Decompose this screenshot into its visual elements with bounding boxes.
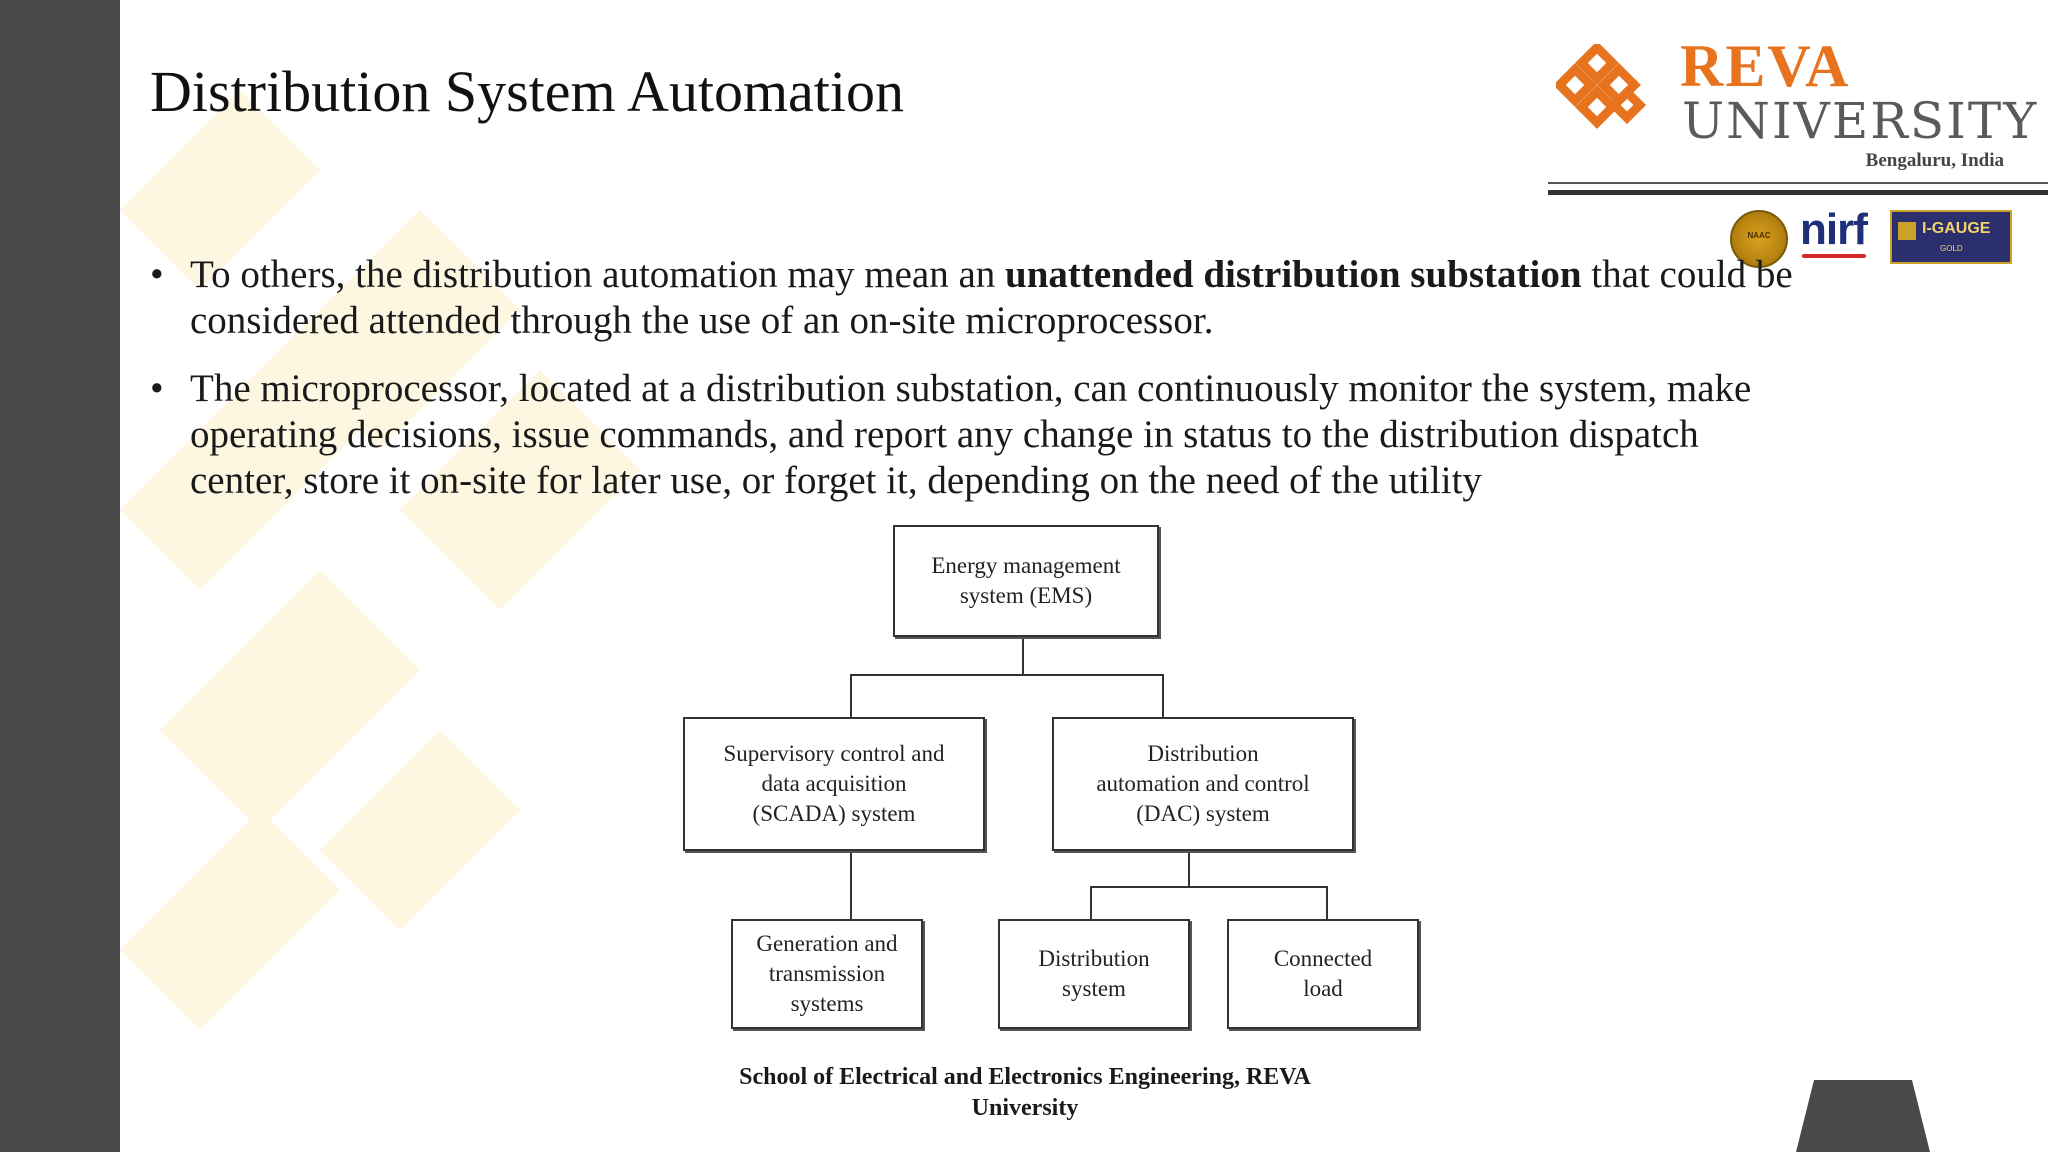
generation-transmission-box: Generation and transmission systems — [731, 919, 923, 1029]
bullet-list: • To others, the distribution automation… — [150, 252, 1810, 526]
connector-line — [850, 850, 852, 940]
scada-box: Supervisory control and data acquisition… — [683, 717, 985, 851]
connector-line — [1162, 674, 1164, 718]
igauge-level: GOLD — [1940, 244, 1963, 253]
connector-line — [1090, 886, 1092, 940]
bullet-text: that could be considered attended throug… — [190, 253, 1793, 342]
slide-footer: School of Electrical and Electronics Eng… — [739, 1064, 1311, 1121]
bullet-text: To others, the distribution automation m… — [190, 253, 1006, 296]
bullet-text: The microprocessor, located at a distrib… — [190, 367, 1752, 502]
logo-divider-thin — [1548, 182, 2048, 184]
watermark-pattern — [120, 90, 640, 1030]
bullet-item: • The microprocessor, located at a distr… — [150, 366, 1810, 504]
naac-seal-icon: NAAC — [1730, 210, 1788, 268]
connector-line — [1326, 886, 1328, 940]
logo-university-text: UNIVERSITY — [1682, 92, 2039, 150]
connector-line — [850, 674, 852, 718]
distribution-system-box: Distribution system — [998, 919, 1190, 1029]
bullet-dot: • — [150, 253, 164, 296]
igauge-label: I-GAUGE — [1922, 220, 1991, 237]
bullet-bold-text: unattended distribution substation — [1005, 253, 1582, 296]
left-sidebar-bar — [0, 0, 120, 1152]
corner-trapezoid-decoration — [1796, 1080, 1930, 1152]
reva-knot-logo-icon — [1556, 44, 1647, 129]
automation-hierarchy-diagram: Energy management system (EMS) Superviso… — [680, 520, 1420, 1040]
logo-divider-thick — [1548, 190, 2048, 195]
ems-box: Energy management system (EMS) — [893, 525, 1159, 637]
igauge-mark — [1898, 222, 1916, 240]
connected-load-box: Connected load — [1227, 919, 1419, 1029]
slide-title: Distribution System Automation — [150, 59, 905, 124]
connector-line — [1022, 638, 1024, 676]
logo-location-text: Bengaluru, India — [1865, 150, 2004, 171]
bullet-item: • To others, the distribution automation… — [150, 252, 1810, 344]
logo-reva-text: REVA — [1680, 33, 1851, 99]
connector-line — [1090, 886, 1328, 888]
dac-box: Distribution automation and control (DAC… — [1052, 717, 1354, 851]
connector-line — [850, 674, 1164, 676]
bullet-dot: • — [150, 367, 164, 410]
nirf-underline — [1802, 254, 1866, 258]
connector-line — [1188, 850, 1190, 886]
igauge-badge-icon: I-GAUGE GOLD — [1890, 210, 2012, 264]
nirf-logo-icon: nirf — [1800, 205, 1868, 254]
